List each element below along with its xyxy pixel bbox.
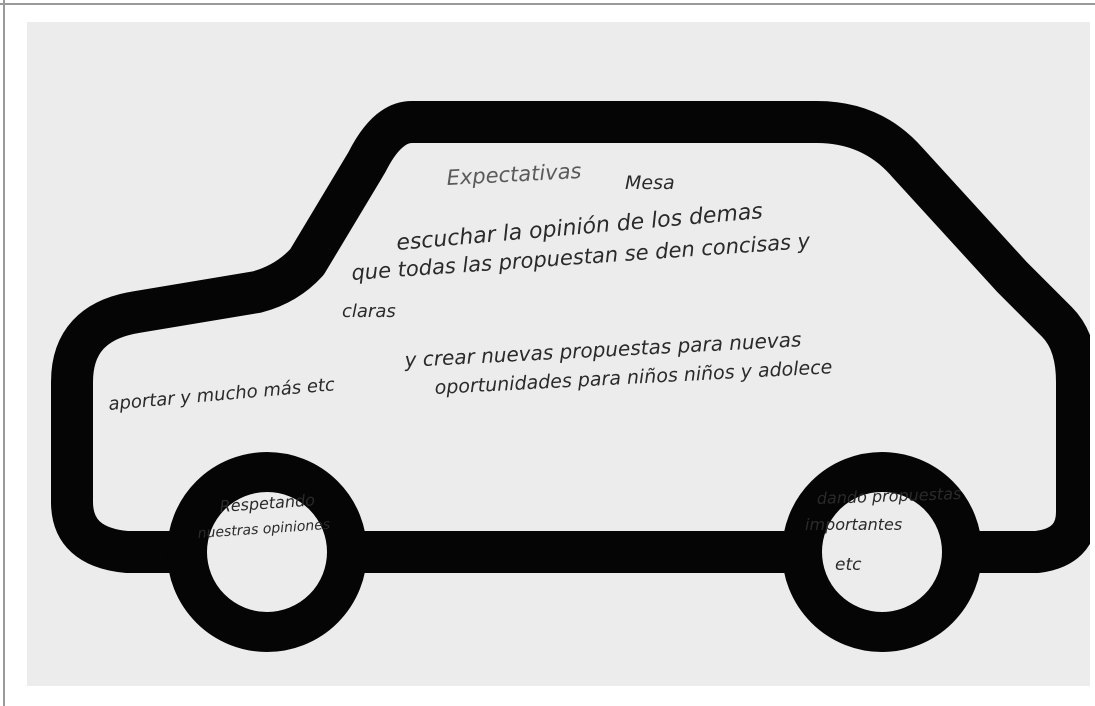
worksheet-title: Expectativas: [446, 159, 582, 190]
frame-border-left: [3, 0, 5, 706]
right-wheel-line-3: etc: [835, 555, 862, 575]
frame-border-top: [0, 3, 1095, 5]
scanned-worksheet: Expectativas Mesa escuchar la opinión de…: [27, 22, 1090, 686]
worksheet-subtitle: Mesa: [625, 172, 675, 194]
car-drawing: Expectativas Mesa escuchar la opinión de…: [27, 22, 1090, 686]
handwritten-line-3: claras: [342, 301, 396, 322]
handwritten-line-6: aportar y mucho más etc: [108, 374, 336, 415]
right-wheel-line-2: importantes: [805, 515, 902, 534]
